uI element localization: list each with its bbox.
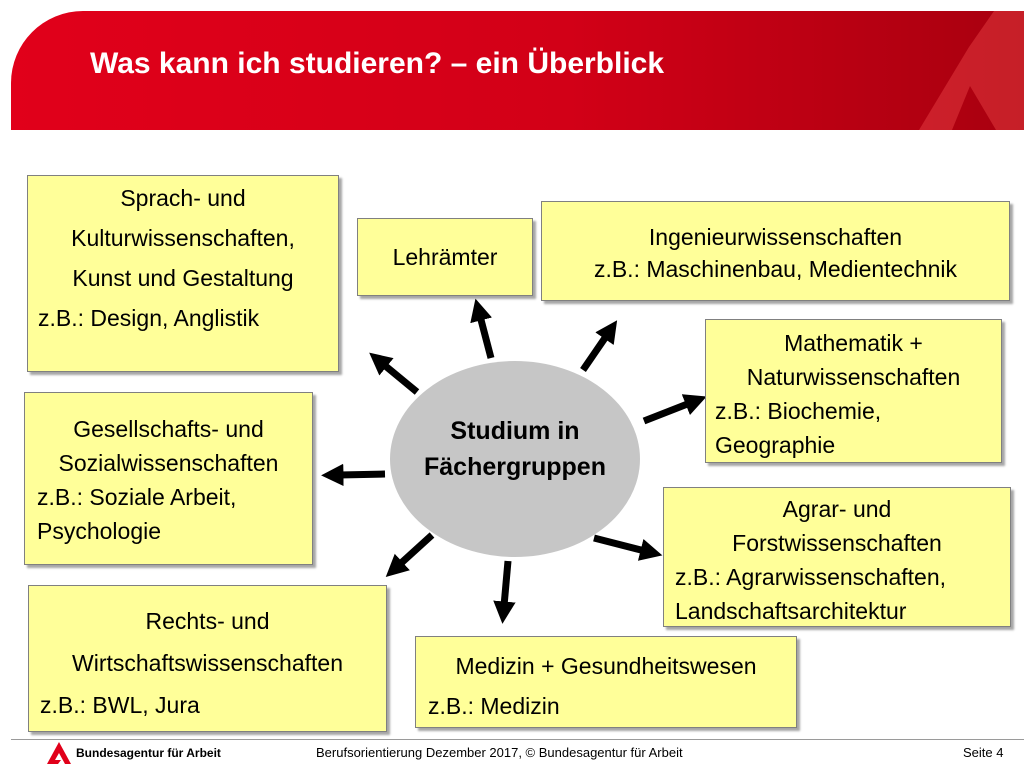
page-title: Was kann ich studieren? – ein Überblick — [90, 47, 665, 80]
box-line: z.B.: Biochemie, — [715, 398, 882, 424]
box-line: Landschaftsarchitektur — [675, 598, 907, 624]
box-lehraemter: Lehrämter — [357, 218, 533, 296]
box-agrar: Agrar- und Forstwissenschaften z.B.: Agr… — [663, 487, 1011, 627]
box-line: Ingenieurwissenschaften — [648, 224, 903, 250]
box-recht: Rechts- und Wirtschaftswissenschaften z.… — [28, 585, 387, 732]
box-medizin: Medizin + Gesundheitswesen z.B.: Medizin — [415, 636, 797, 728]
box-line: Psychologie — [37, 518, 162, 544]
box-line: Wirtschaftswissenschaften — [72, 650, 343, 676]
box-line: Kunst und Gestaltung — [72, 265, 294, 291]
agency-logo-icon — [47, 742, 71, 764]
arrow-to-recht — [385, 532, 435, 578]
box-line: Forstwissenschaften — [732, 530, 942, 556]
arrow-to-agrar — [593, 534, 663, 561]
header-banner: Was kann ich studieren? – ein Überblick — [11, 11, 1024, 130]
box-ingenieur: Ingenieurwissenschaften z.B.: Maschinenb… — [541, 201, 1010, 301]
footer-text: Berufsorientierung Dezember 2017, © Bund… — [316, 745, 683, 760]
box-line: Naturwissenschaften — [746, 364, 961, 390]
box-gesellschaft: Gesellschafts- und Sozialwissenschaften … — [24, 392, 313, 565]
box-sprach-kultur: Sprach- und Kulturwissenschaften, Kunst … — [27, 175, 339, 372]
box-line: Lehrämter — [392, 244, 498, 270]
footer-brand: Bundesagentur für Arbeit — [76, 746, 221, 760]
arrow-to-mathe — [642, 394, 707, 425]
box-line: z.B.: BWL, Jura — [40, 692, 200, 718]
box-line: Agrar- und — [782, 496, 892, 522]
box-line: z.B.: Agrarwissenschaften, — [675, 564, 947, 590]
center-label: Studium in Fächergruppen — [390, 413, 640, 485]
arrow-to-ingenieur — [580, 320, 618, 372]
arrow-to-gesellschaft — [321, 463, 386, 487]
box-mathematik: Mathematik + Naturwissenschaften z.B.: B… — [705, 319, 1002, 463]
arrow-to-sprach — [369, 352, 420, 395]
box-line: Gesellschafts- und — [73, 416, 264, 442]
box-line: Sprach- und — [120, 185, 246, 211]
box-line: z.B.: Maschinenbau, Medientechnik — [593, 256, 958, 282]
box-line: z.B.: Soziale Arbeit, — [37, 484, 237, 510]
box-line: Sozialwissenschaften — [58, 450, 279, 476]
box-line: z.B.: Medizin — [428, 693, 560, 719]
arrow-to-lehraemter — [470, 298, 495, 359]
box-line: Rechts- und — [145, 608, 270, 634]
center-label-line-1: Studium in — [450, 417, 580, 445]
box-line: Mathematik + — [784, 330, 923, 356]
box-line: Kulturwissenschaften, — [71, 225, 295, 251]
agency-logo-watermark-icon — [919, 11, 1024, 130]
center-ellipse — [390, 361, 640, 557]
center-label-line-2: Fächergruppen — [424, 453, 606, 481]
footer-divider — [11, 739, 1024, 740]
arrow-to-medizin — [493, 560, 516, 624]
box-line: Geographie — [715, 432, 836, 458]
box-line: Medizin + Gesundheitswesen — [455, 653, 757, 679]
footer-page-number: Seite 4 — [963, 745, 1004, 760]
box-line: z.B.: Design, Anglistik — [38, 305, 260, 331]
